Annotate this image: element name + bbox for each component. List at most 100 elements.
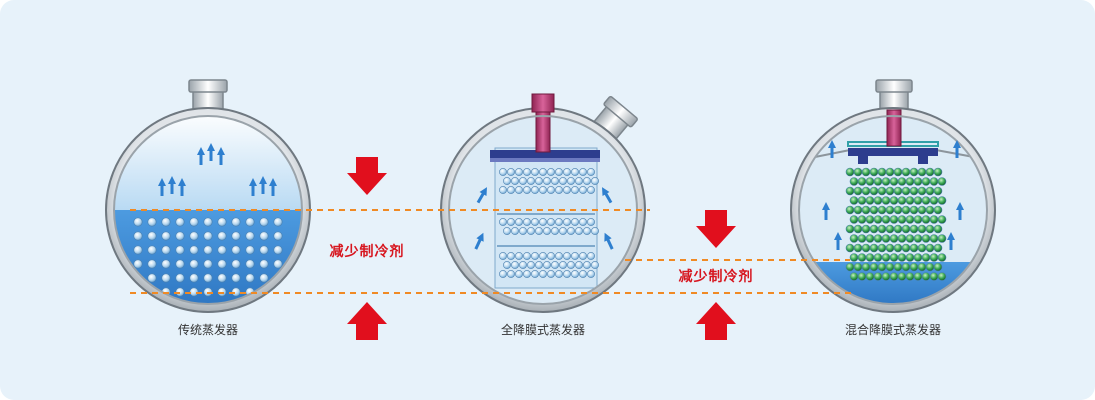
tube [175, 245, 185, 255]
tube [889, 272, 899, 281]
tube [921, 253, 931, 262]
tube [853, 186, 863, 196]
tube [933, 262, 943, 272]
tube [189, 231, 199, 241]
tube [917, 262, 927, 272]
tube [527, 261, 535, 269]
tube [579, 186, 587, 194]
tube [937, 177, 947, 186]
tube [547, 270, 555, 278]
tube [175, 217, 185, 227]
refrigerant-reduction-label-right: 减少制冷剂 [678, 269, 754, 285]
tube [929, 177, 939, 186]
tube [523, 252, 531, 260]
tube [231, 231, 241, 241]
caption-traditional: 传统蒸发器 [177, 323, 238, 337]
tube [905, 253, 915, 262]
tube [591, 227, 599, 235]
tube [917, 224, 927, 234]
tube [933, 205, 943, 215]
tube [575, 261, 583, 269]
up-arrow-icon [696, 302, 736, 340]
tube [881, 272, 891, 281]
tube [499, 270, 507, 278]
tube [853, 262, 863, 272]
tube [511, 177, 519, 185]
tube [881, 215, 891, 224]
tube [515, 218, 523, 226]
tube [217, 245, 227, 255]
tube [849, 196, 859, 205]
tube [579, 252, 587, 260]
tube [583, 261, 591, 269]
tube [917, 243, 927, 253]
tube [133, 245, 143, 255]
tube [571, 168, 579, 176]
tube [865, 234, 875, 243]
tube [893, 205, 903, 215]
tube [909, 243, 919, 253]
tube [563, 218, 571, 226]
tube [539, 252, 547, 260]
tube [861, 262, 871, 272]
tube [845, 243, 855, 253]
tube [877, 243, 887, 253]
tube [881, 196, 891, 205]
tube [259, 259, 269, 269]
tube [869, 262, 879, 272]
tube [897, 234, 907, 243]
tube [217, 259, 227, 269]
tube [845, 167, 855, 177]
tube [555, 270, 563, 278]
tube [531, 218, 539, 226]
tube [579, 270, 587, 278]
tube [885, 186, 895, 196]
tube [869, 167, 879, 177]
tube [587, 270, 595, 278]
tube [929, 253, 939, 262]
tube [877, 262, 887, 272]
tube [189, 217, 199, 227]
tube [587, 218, 595, 226]
tube [925, 224, 935, 234]
tube [147, 217, 157, 227]
tube [231, 217, 241, 227]
tube [217, 231, 227, 241]
tube [203, 231, 213, 241]
tube [889, 177, 899, 186]
tube [515, 252, 523, 260]
tube [929, 234, 939, 243]
tube [523, 186, 531, 194]
tube [865, 272, 875, 281]
tube [563, 186, 571, 194]
tube [925, 186, 935, 196]
caption-falling-film: 全降膜式蒸发器 [500, 323, 585, 337]
tube [539, 270, 547, 278]
tube [933, 243, 943, 253]
tube [555, 186, 563, 194]
tube [515, 270, 523, 278]
tube [539, 168, 547, 176]
tube [889, 253, 899, 262]
tube [511, 227, 519, 235]
tube [519, 261, 527, 269]
tube [937, 234, 947, 243]
tube [897, 272, 907, 281]
tube [203, 259, 213, 269]
tube [273, 217, 283, 227]
tube [845, 262, 855, 272]
tube [133, 231, 143, 241]
tube [889, 196, 899, 205]
up-arrow-icon [347, 302, 387, 340]
hybrid-falling-film-evaporator [790, 79, 996, 313]
tube [591, 261, 599, 269]
tube [245, 231, 255, 241]
tube [881, 234, 891, 243]
tube [189, 245, 199, 255]
tube [893, 224, 903, 234]
tube [929, 272, 939, 281]
tube [147, 245, 157, 255]
tube [231, 273, 241, 283]
tube [905, 272, 915, 281]
